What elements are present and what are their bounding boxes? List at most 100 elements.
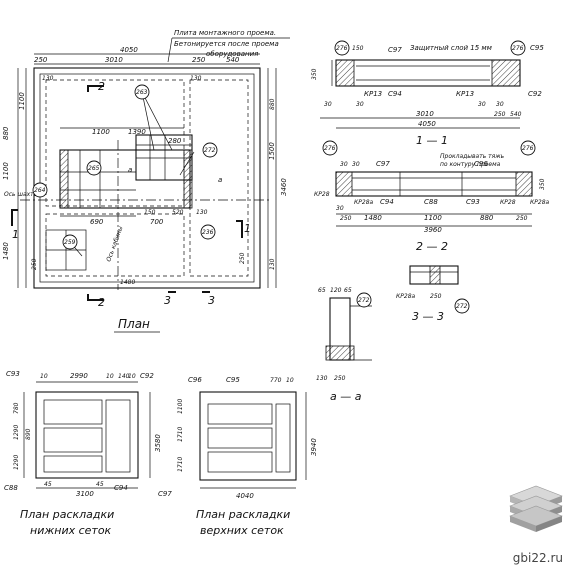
plan-dashed-bottom (45, 213, 185, 277)
bar-label: С97 (388, 46, 402, 54)
dim: 30 (352, 161, 360, 168)
dim: 10 (106, 373, 114, 380)
mesh-label: С88 (4, 484, 18, 492)
plan-dim-top: 130 (190, 75, 202, 82)
section-a-a: 65 120 65 130 250 272 а — а (316, 287, 372, 403)
callout-circle (202, 142, 218, 158)
opening (59, 149, 191, 209)
section-2-2: 276 276 Прокладывать тяжь по контуру про… (314, 140, 550, 253)
dim: 45 (96, 481, 104, 488)
dim: 1710 (177, 457, 184, 472)
mesh-label: С93 (6, 370, 20, 378)
upper-mesh-plan: С96 С95 С97 770 10 4040 3940 1710 1710 1… (158, 376, 318, 537)
dim: 3960 (424, 226, 442, 234)
lower-mesh-outline (35, 391, 139, 479)
callout-number: 259 (64, 239, 76, 246)
support-left (335, 171, 353, 197)
callout-circle (32, 182, 48, 198)
plan-dim-top: 250 (34, 56, 48, 64)
support-left (335, 59, 355, 87)
callout-number: 272 (204, 147, 216, 154)
plan-view: 4050 250 3010 250 540 130 130 1390 1100 … (2, 29, 290, 333)
callout-number: 264 (34, 187, 46, 194)
plan-dim-right: 1500 (268, 142, 276, 160)
section-title: 1 — 1 (416, 134, 448, 147)
dim: 150 (352, 45, 364, 52)
callout-number: 263 (136, 89, 148, 96)
dim: 140 (118, 373, 130, 380)
plan-dim-top: 3010 (105, 56, 123, 64)
dim: 130 (316, 375, 328, 382)
plan-dim-top: 250 (192, 56, 206, 64)
dim: 45 (44, 481, 52, 488)
bar-label: КР28 (500, 199, 516, 206)
plan-label-a: а (128, 166, 132, 174)
dim: 4050 (418, 120, 436, 128)
plan-dim-inner: 1480 (120, 279, 135, 286)
callout-number: 276 (522, 145, 534, 152)
dim: 30 (356, 101, 364, 108)
dim: 1480 (364, 214, 382, 222)
dim: 10 (286, 377, 294, 384)
lower-mesh-title: План раскладки (20, 508, 114, 521)
bar-label: С94 (388, 90, 402, 98)
dim: 540 (510, 111, 522, 118)
plan-hatch-right (183, 149, 193, 209)
bar-label: С88 (424, 198, 438, 206)
plan-dim-right: 3460 (280, 178, 288, 196)
bar-label: КР13 (364, 90, 382, 98)
callout-number: 272 (358, 297, 370, 304)
plan-hatch-left (59, 149, 69, 209)
cube-stack-logo (509, 485, 563, 532)
plan-note: Бетонируется после проема (174, 40, 279, 48)
plan-dim-inner: 1100 (92, 128, 110, 136)
dim: 30 (496, 101, 504, 108)
dim: 1290 (13, 425, 20, 440)
support-right (515, 171, 533, 197)
plan-dim-inner: 250 (31, 258, 38, 270)
dim: 250 (430, 293, 442, 300)
tie-note: Прокладывать тяжь (440, 153, 505, 160)
section-title: 3 — 3 (412, 310, 444, 323)
plan-outer-contour (33, 67, 261, 289)
dim: 3580 (154, 434, 162, 452)
plan-inner-contour (39, 73, 255, 283)
plan-label-a: а (218, 176, 222, 184)
dim: 30 (340, 161, 348, 168)
mesh-label: С97 (158, 490, 172, 498)
lower-mesh-title: нижних сеток (30, 524, 112, 537)
callout-number: 276 (324, 145, 336, 152)
plan-note: оборудования (206, 50, 258, 58)
dim: 250 (340, 215, 352, 222)
upper-mesh-outline (199, 391, 297, 481)
cover-note: Защитный слой 15 мм (410, 44, 493, 52)
plan-title: План (118, 317, 150, 331)
dim: 880 (480, 214, 494, 222)
dim: 1710 (177, 427, 184, 442)
plan-dim-top: 130 (42, 75, 54, 82)
plan-dashed-zone (45, 79, 185, 207)
plan-dim-inner: 690 (90, 218, 104, 226)
plan-dim-left: 880 (2, 126, 10, 140)
cabin-axis-label: Ось кабины (105, 225, 124, 262)
bar-label: КР28а (354, 199, 374, 206)
callout-circle (134, 84, 150, 100)
plan-dim-inner: 250 (239, 252, 246, 264)
callout-circle (86, 160, 102, 176)
bar-label: С97 (376, 160, 390, 168)
plan-dim-inner: 520 (172, 209, 184, 216)
dim: 780 (13, 402, 20, 414)
shaft-axis-label: Ось шахты (4, 191, 39, 198)
dim: 30 (336, 205, 344, 212)
dim: 4040 (236, 492, 254, 500)
dim: 10 (128, 373, 136, 380)
plan-dim-inner: 130 (196, 209, 208, 216)
dim: 2990 (70, 372, 88, 380)
section-mark: 3 (208, 294, 215, 307)
callout-number: 276 (512, 45, 524, 52)
dim: 10 (40, 373, 48, 380)
bar-label: КР28а (530, 199, 550, 206)
mesh-label: С95 (226, 376, 240, 384)
